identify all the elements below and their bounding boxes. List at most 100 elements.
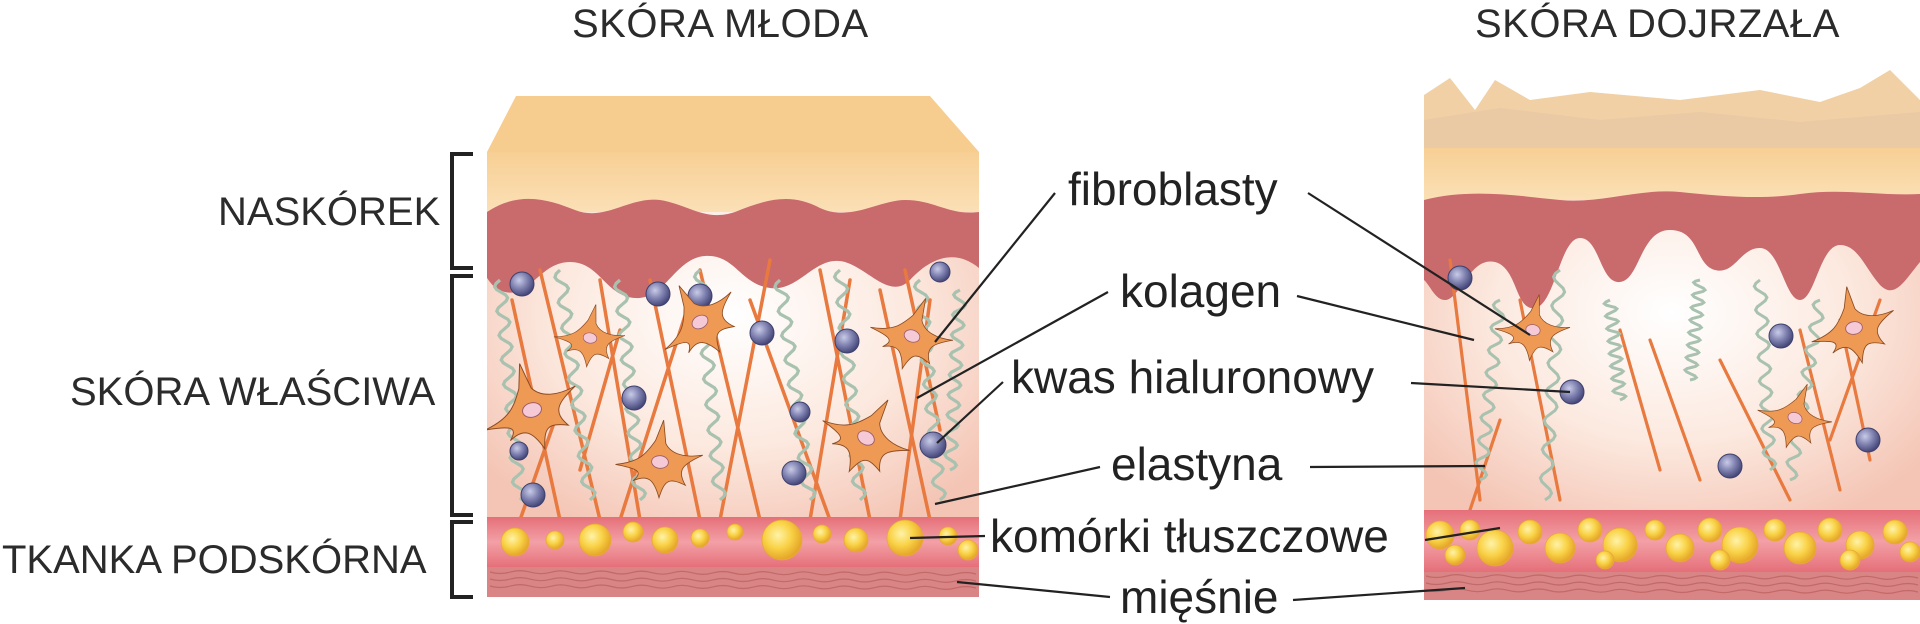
collagen-fibre <box>648 278 702 522</box>
layer-brackets <box>450 152 473 599</box>
collagen-fibre <box>718 258 772 522</box>
label-elastin: elastyna <box>1111 438 1283 490</box>
molecule-icon <box>621 385 647 411</box>
molecule-icon <box>520 482 546 508</box>
elastin-fibre <box>1538 268 1567 502</box>
muscle-fibre <box>1425 573 1919 581</box>
leader-hyaluronic-left <box>936 381 1004 444</box>
leader-muscles-right <box>1292 586 1466 602</box>
fat-cell-icon <box>1709 549 1731 571</box>
leader-lines <box>909 192 1571 602</box>
leader-fibroblasts-left <box>934 192 1056 343</box>
elastin-fibre <box>492 278 528 502</box>
mature-epidermis-top-shade <box>1424 108 1920 150</box>
leader-fat-left <box>909 534 986 540</box>
molecule-icon <box>919 431 947 459</box>
bracket-icon <box>450 520 473 599</box>
leader-collagen-left <box>916 291 1109 399</box>
collagen-fibre <box>1798 328 1842 492</box>
mature-fibres <box>1447 258 1894 512</box>
leader-hyaluronic-right <box>1410 381 1571 394</box>
collagen-fibre <box>1618 328 1662 472</box>
fat-cell-icon <box>761 519 803 561</box>
fat-cell-icon <box>1476 529 1514 567</box>
leader-muscles-left <box>956 580 1111 599</box>
fat-cell-icon <box>1577 517 1603 543</box>
muscle-fibre <box>1425 587 1919 595</box>
fibroblast-nucleus <box>651 455 669 469</box>
fat-cell-icon <box>812 524 832 544</box>
muscle-fibre <box>1425 580 1919 588</box>
molecule-icon <box>834 328 860 354</box>
fibroblast-nucleus <box>582 332 598 344</box>
fibroblast-nucleus <box>522 402 542 418</box>
fat-cell-icon <box>1665 533 1695 563</box>
fibroblast-icon <box>1494 294 1571 362</box>
collagen-fibre <box>1718 358 1792 502</box>
elastin-fibre <box>1752 278 1778 472</box>
fat-cell-icon <box>1459 519 1481 541</box>
leader-elastin-left <box>934 465 1101 506</box>
mature-skin-block <box>1424 70 1920 600</box>
molecule-icon <box>1768 323 1794 349</box>
collagen-fibre <box>538 268 602 522</box>
muscle-fibre <box>489 576 977 584</box>
molecule-icon <box>781 460 807 486</box>
fat-cell-icon <box>545 530 565 550</box>
bracket-icon <box>450 152 473 270</box>
title-young-skin: SKÓRA MŁODA <box>572 2 869 46</box>
collagen-fibre <box>1468 418 1502 512</box>
fat-cell-icon <box>578 523 612 557</box>
fat-cell-icon <box>843 527 869 553</box>
leader-collagen-right <box>1296 294 1475 342</box>
elastin-fibre <box>773 278 817 502</box>
fat-cell-icon <box>651 526 679 554</box>
molecule-icon <box>929 261 951 283</box>
label-dermis: SKÓRA WŁAŚCIWA <box>70 370 436 414</box>
fibroblast-icon <box>822 399 910 473</box>
fat-cell-icon <box>500 527 530 557</box>
fibroblast-icon <box>664 285 736 354</box>
young-epidermis-top <box>487 96 979 152</box>
fibroblast-nucleus <box>1525 324 1541 336</box>
fat-cell-icon <box>1517 519 1543 545</box>
fat-cell-icon <box>1763 518 1787 542</box>
mature-epidermis <box>1424 148 1920 200</box>
leader-fibroblasts-right <box>1307 192 1531 336</box>
label-hyaluronic-acid: kwas hialuronowy <box>1011 351 1375 403</box>
fat-cell-icon <box>1839 549 1861 571</box>
title-mature-skin: SKÓRA DOJRZAŁA <box>1475 2 1840 46</box>
molecule-icon <box>509 271 535 297</box>
fat-cell-icon <box>1644 519 1666 541</box>
fat-cell-icon <box>1544 532 1576 564</box>
molecule-icon <box>645 281 671 307</box>
elastin-fibre <box>553 268 597 502</box>
collagen-fibre <box>1648 338 1702 482</box>
young-epidermis-wave <box>487 198 979 299</box>
fat-cell-icon <box>1899 541 1920 563</box>
fat-cell-icon <box>1783 531 1817 565</box>
label-epidermis: NASKÓREK <box>218 190 441 234</box>
molecule-icon <box>1447 265 1473 291</box>
mature-epidermis-wave <box>1424 191 1920 309</box>
collagen-fibre <box>818 268 872 522</box>
fat-cell-icon <box>1817 517 1843 543</box>
fibroblast-icon <box>1757 383 1832 449</box>
fibroblast-nucleus <box>1787 411 1803 425</box>
fibroblast-icon <box>615 420 703 500</box>
mature-muscle-fibres <box>1425 573 1919 595</box>
label-collagen: kolagen <box>1120 265 1282 317</box>
young-skin-block <box>487 96 979 597</box>
fibroblast-nucleus <box>903 329 921 343</box>
label-muscles: mięśnie <box>1120 571 1279 623</box>
fat-cell-icon <box>1882 519 1908 545</box>
fat-cell-icon <box>1721 526 1759 564</box>
label-fibroblasts: fibroblasty <box>1068 163 1278 215</box>
leader-fat-right <box>1424 526 1501 542</box>
fibroblast-nucleus <box>1845 321 1863 335</box>
fat-cell-icon <box>622 521 644 543</box>
molecule-icon <box>509 441 529 461</box>
molecule-icon <box>1717 453 1743 479</box>
fibroblast-icon <box>870 298 954 370</box>
